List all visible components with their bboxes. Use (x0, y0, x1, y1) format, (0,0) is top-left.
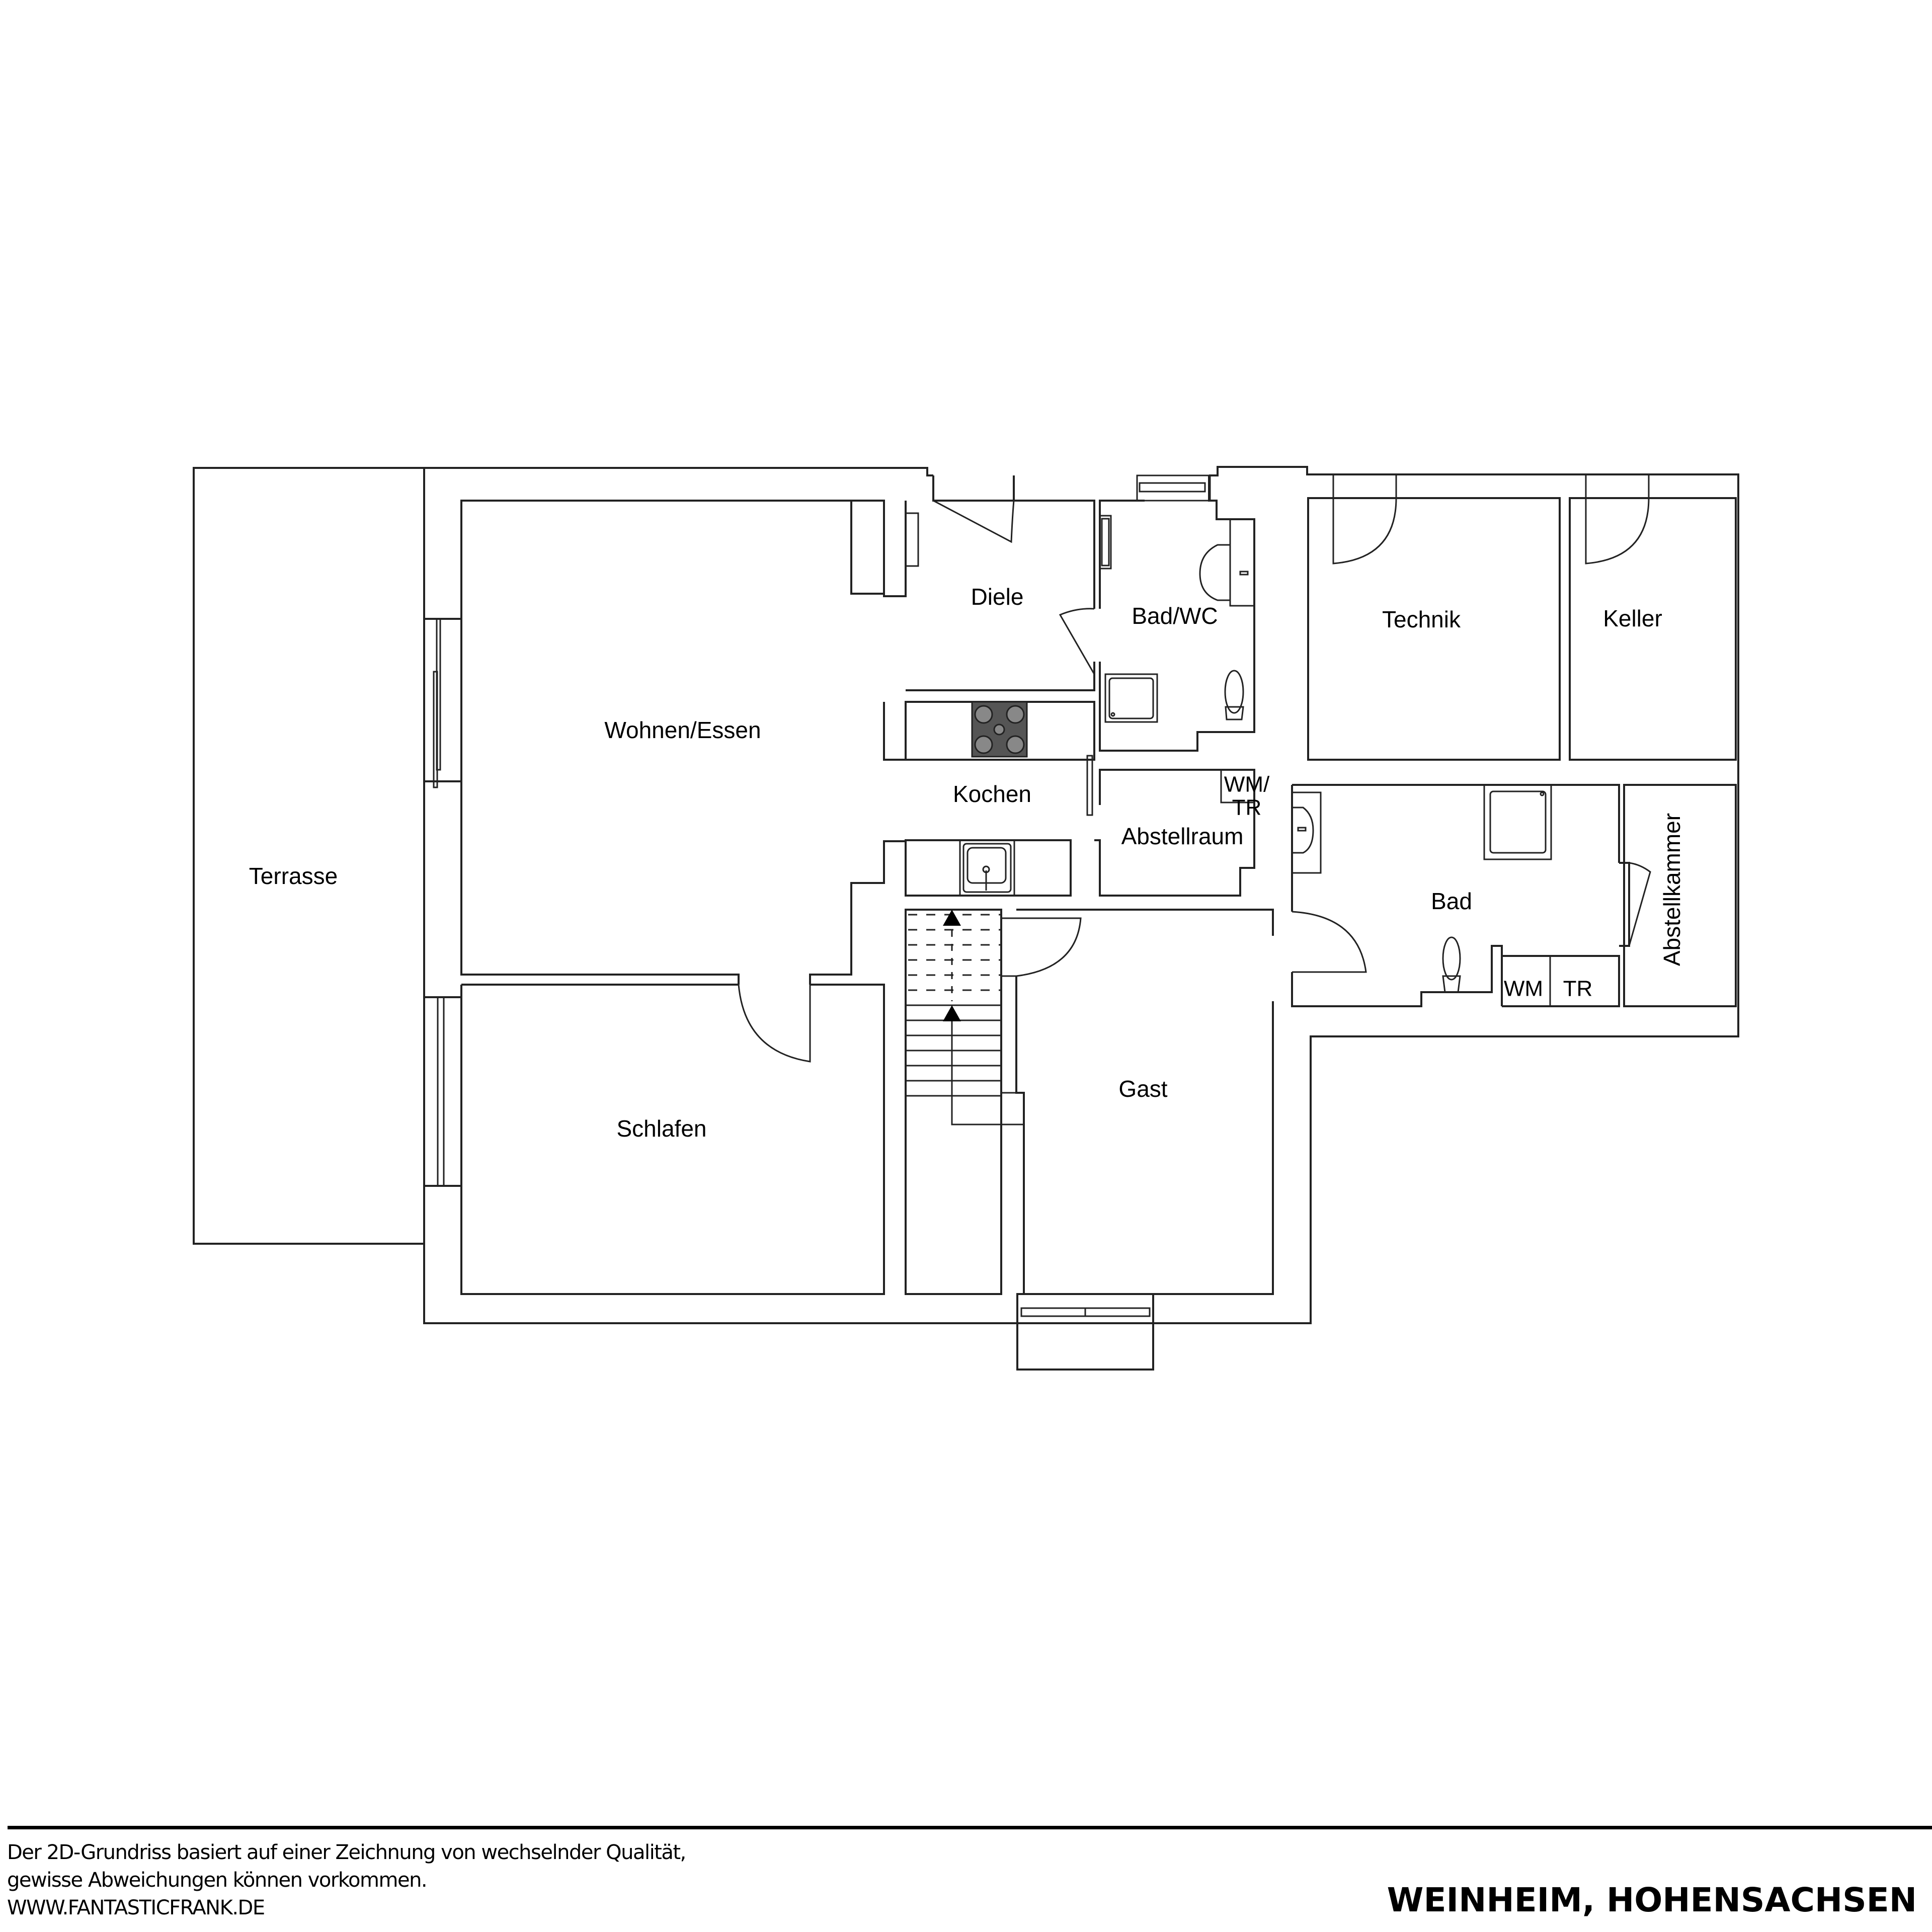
stairs-icon (905, 909, 1024, 1295)
label-abstellkammer: Abstellkammer (1659, 813, 1685, 966)
window-icon (437, 996, 445, 1187)
outer-wall (423, 466, 1739, 1324)
room-abstellraum (1099, 769, 1255, 897)
label-tr: TR (1563, 977, 1593, 1001)
toilet-icon (1224, 670, 1244, 720)
door-swing-icon (1059, 608, 1095, 675)
room-schlafen (424, 984, 885, 1295)
label-bad: Bad (1431, 888, 1472, 914)
room-gast (1001, 909, 1274, 1295)
label-diele: Diele (971, 584, 1024, 610)
door-swing-icon (1628, 862, 1651, 946)
kitchen-sink-icon (959, 839, 1015, 897)
room-abstellkammer (1623, 784, 1737, 1007)
label-terrasse: Terrasse (249, 863, 338, 889)
label-technik: Technik (1382, 606, 1461, 632)
room-bad-wc (1059, 474, 1255, 752)
shower-icon (1104, 673, 1158, 723)
label-schlafen: Schlafen (616, 1115, 706, 1142)
door-swing-icon (1585, 474, 1650, 565)
website-link[interactable]: WWW.FANTASTICFRANK.DE (7, 1896, 265, 1919)
label-wm-tr-2: TR (1232, 795, 1262, 820)
label-kochen: Kochen (953, 781, 1031, 807)
label-abstellraum: Abstellraum (1121, 823, 1244, 849)
room-kochen (883, 701, 1101, 897)
label-bad-wc: Bad/WC (1132, 603, 1218, 629)
label-gast: Gast (1118, 1076, 1167, 1102)
washbasin-icon (1291, 791, 1322, 874)
shower-icon (1483, 784, 1552, 860)
terrace (193, 467, 425, 1245)
footer-divider (8, 1826, 1932, 1829)
disclaimer-line-2: gewisse Abweichungen können vorkommen. (7, 1869, 428, 1892)
washbasin-icon (1199, 518, 1255, 607)
label-wm-tr-1: WM/ (1224, 772, 1270, 797)
room-keller (1569, 474, 1737, 761)
disclaimer-line-1: Der 2D-Grundriss basiert auf einer Zeich… (7, 1841, 686, 1864)
label-wohnen-essen: Wohnen/Essen (604, 717, 761, 743)
door-swing-icon (1332, 474, 1397, 565)
disclaimer: Der 2D-Grundriss basiert auf einer Zeich… (7, 1839, 686, 1922)
entrance-porch (1016, 1293, 1154, 1371)
room-diele (906, 475, 1095, 691)
location-title: WEINHEIM, HOHENSACHSEN (1387, 1881, 1917, 1919)
window-icon (1136, 474, 1211, 502)
door-swing-icon (1001, 917, 1082, 977)
toilet-icon (1442, 936, 1461, 993)
door-swing-icon (738, 984, 811, 1063)
label-keller: Keller (1603, 605, 1662, 631)
room-technik (1307, 474, 1561, 761)
room-wohnen-essen (424, 500, 919, 985)
door-swing-icon (1292, 911, 1367, 973)
door-swing-icon (933, 500, 1015, 543)
stove-icon (971, 701, 1028, 758)
label-wm: WM (1504, 977, 1543, 1001)
